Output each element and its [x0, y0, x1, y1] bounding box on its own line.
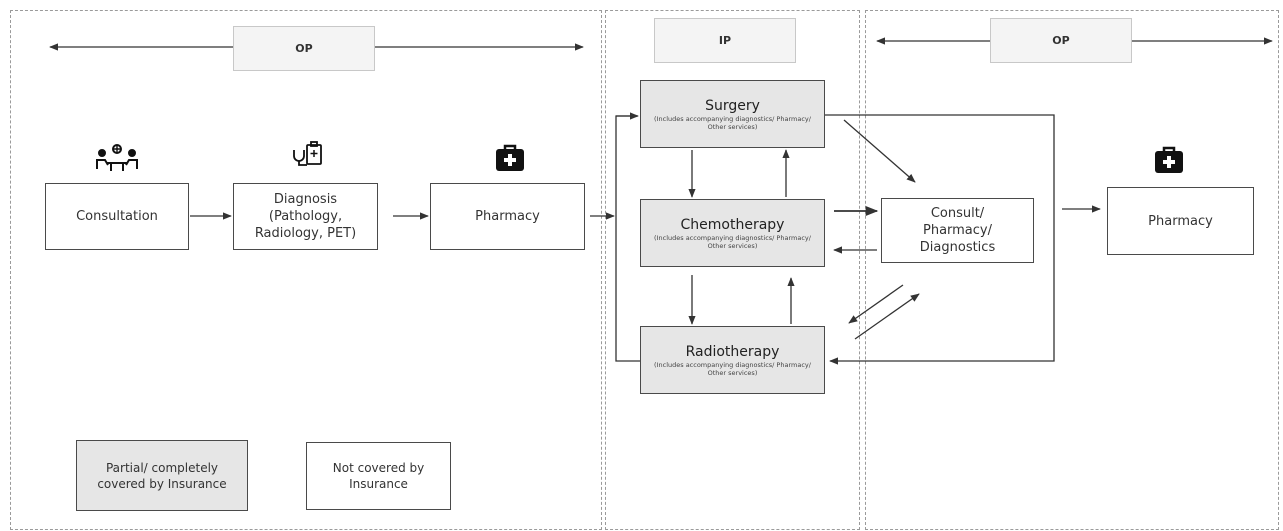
consult-pharmacy-diagnostics-label: Consult/ Pharmacy/ Diagnostics: [919, 206, 996, 255]
diagnosis-box: Diagnosis (Pathology, Radiology, PET): [233, 183, 378, 250]
consultation-icon: [96, 144, 138, 171]
pharmacy-right-label: Pharmacy: [1148, 213, 1213, 229]
chemotherapy-box: Chemotherapy (Includes accompanying diag…: [640, 199, 825, 267]
diagnosis-label: Diagnosis (Pathology, Radiology, PET): [254, 192, 357, 241]
pharmacy-left-label: Pharmacy: [475, 209, 540, 224]
diagnostics-icon: [293, 141, 322, 166]
legend-covered-label: Partial/ completely covered by Insurance: [97, 460, 227, 491]
op-left-header: OP: [233, 26, 375, 71]
surgery-box: Surgery (Includes accompanying diagnosti…: [640, 80, 825, 148]
surgery-title: Surgery: [705, 97, 760, 114]
consultation-box: Consultation: [45, 183, 189, 250]
pharmacy-left-box: Pharmacy: [430, 183, 585, 250]
op-right-section: [865, 10, 1279, 530]
legend-not-covered-label: Not covered by Insurance: [332, 461, 425, 491]
legend-not-covered: Not covered by Insurance: [306, 442, 451, 510]
ip-header: IP: [654, 18, 796, 63]
op-right-header: OP: [990, 18, 1132, 63]
op-left-section: [10, 10, 602, 530]
chemotherapy-title: Chemotherapy: [680, 216, 785, 233]
consultation-label: Consultation: [76, 209, 158, 224]
radiotherapy-title: Radiotherapy: [685, 343, 780, 360]
pharmacy-kit-icon: [1155, 146, 1183, 173]
radiotherapy-note: (Includes accompanying diagnostics/ Phar…: [654, 360, 811, 377]
chemotherapy-note: (Includes accompanying diagnostics/ Phar…: [654, 233, 811, 250]
radiotherapy-box: Radiotherapy (Includes accompanying diag…: [640, 326, 825, 394]
legend-covered: Partial/ completely covered by Insurance: [76, 440, 248, 511]
surgery-note: (Includes accompanying diagnostics/ Phar…: [654, 114, 811, 131]
consult-pharmacy-diagnostics-box: Consult/ Pharmacy/ Diagnostics: [881, 198, 1034, 263]
pharmacy-kit-icon: [496, 144, 524, 171]
pharmacy-right-box: Pharmacy: [1107, 187, 1254, 255]
